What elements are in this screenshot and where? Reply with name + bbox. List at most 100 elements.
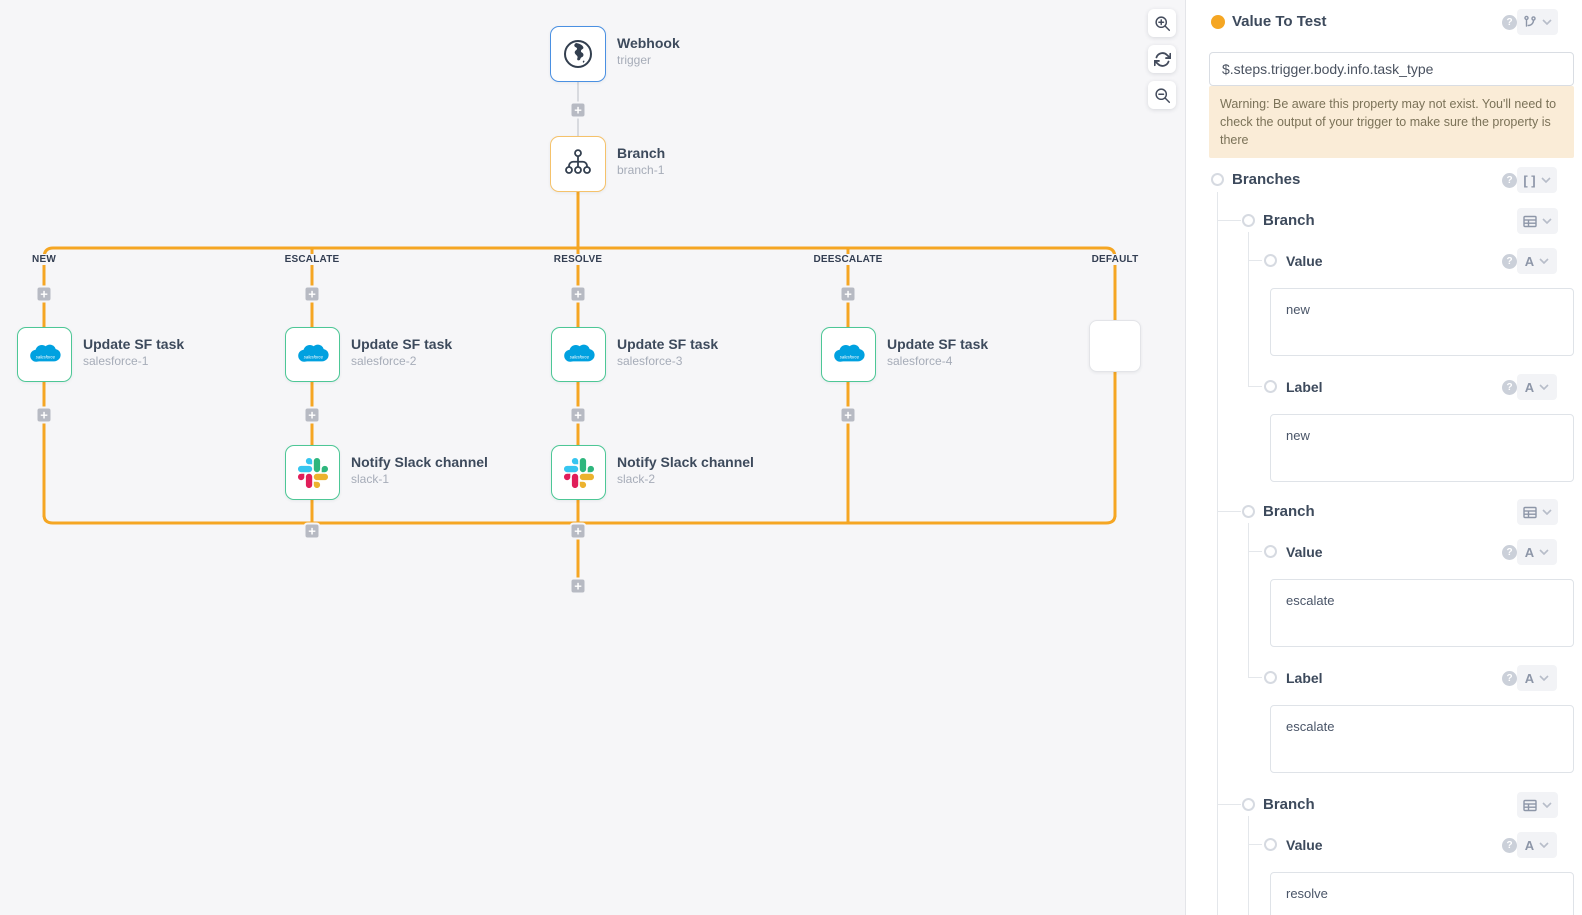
help-icon[interactable]: ? xyxy=(1502,254,1517,269)
add-step-button[interactable]: + xyxy=(35,285,53,303)
help-icon[interactable]: ? xyxy=(1502,380,1517,395)
field-label: Value xyxy=(1286,253,1323,269)
field-label: Value xyxy=(1286,837,1323,853)
text-type-icon: A xyxy=(1524,670,1535,686)
node-subtitle: branch-1 xyxy=(617,163,665,177)
slack-step-node-1[interactable]: Notify Slack channel slack-1 xyxy=(285,445,488,500)
text-type-selector[interactable]: A xyxy=(1517,539,1557,565)
zoom-out-icon xyxy=(1154,87,1170,103)
connector-circle[interactable] xyxy=(1211,173,1224,186)
tree-stub xyxy=(1249,844,1262,845)
tree-stub xyxy=(1249,386,1262,387)
node-title: Update SF task xyxy=(887,336,989,352)
refresh-button[interactable] xyxy=(1148,45,1176,73)
salesforce-step-node-1[interactable]: salesforce Update SF task salesforce-1 xyxy=(17,327,184,382)
field-label: Value xyxy=(1286,544,1323,560)
branch-title: Branch xyxy=(1263,796,1315,813)
zoom-out-button[interactable] xyxy=(1148,81,1176,109)
default-placeholder-node[interactable] xyxy=(1089,320,1141,372)
add-step-button[interactable]: + xyxy=(569,522,587,540)
webhook-trigger-node[interactable]: Webhook trigger xyxy=(550,26,680,82)
connector-circle[interactable] xyxy=(1264,671,1277,684)
chevron-down-icon xyxy=(1539,384,1549,390)
connector-circle[interactable] xyxy=(1264,380,1277,393)
field-row-label: Label ? A xyxy=(1186,665,1582,691)
tree-stub xyxy=(1249,677,1262,678)
node-title: Webhook xyxy=(617,35,680,51)
text-type-selector[interactable]: A xyxy=(1517,248,1557,274)
tree-stub xyxy=(1218,804,1241,805)
salesforce-step-node-4[interactable]: salesforce Update SF task salesforce-4 xyxy=(821,327,988,382)
label-textarea[interactable]: escalate xyxy=(1270,705,1574,773)
salesforce-icon: salesforce xyxy=(563,344,595,362)
tree-stub xyxy=(1249,551,1262,552)
field-label: Label xyxy=(1286,670,1323,686)
value-to-test-input[interactable] xyxy=(1209,52,1574,86)
field-label: Label xyxy=(1286,379,1323,395)
connector-dot[interactable] xyxy=(1211,15,1225,29)
svg-text:salesforce: salesforce xyxy=(839,354,859,359)
zoom-in-button[interactable] xyxy=(1148,9,1176,37)
add-step-button[interactable]: + xyxy=(569,406,587,424)
add-step-button[interactable]: + xyxy=(569,285,587,303)
connector-circle[interactable] xyxy=(1242,505,1255,518)
field-row-value: Value ? A xyxy=(1186,832,1582,858)
tree-line xyxy=(1217,192,1218,915)
chevron-down-icon xyxy=(1542,19,1552,25)
node-title: Notify Slack channel xyxy=(617,454,754,470)
help-icon[interactable]: ? xyxy=(1502,671,1517,686)
add-step-button[interactable]: + xyxy=(569,577,587,595)
branches-title: Branches xyxy=(1232,171,1301,188)
add-step-button[interactable]: + xyxy=(303,406,321,424)
connector-circle[interactable] xyxy=(1264,254,1277,267)
branch-step-node[interactable]: Branch branch-1 xyxy=(550,136,665,192)
help-icon[interactable]: ? xyxy=(1502,173,1517,188)
connector-circle[interactable] xyxy=(1242,214,1255,227)
slack-step-node-2[interactable]: Notify Slack channel slack-2 xyxy=(551,445,754,500)
connector-circle[interactable] xyxy=(1264,545,1277,558)
add-step-button[interactable]: + xyxy=(303,285,321,303)
add-step-button[interactable]: + xyxy=(35,406,53,424)
webhook-node-box xyxy=(550,26,606,82)
help-icon[interactable]: ? xyxy=(1502,15,1517,30)
salesforce-step-node-2[interactable]: salesforce Update SF task salesforce-2 xyxy=(285,327,452,382)
connector-circle[interactable] xyxy=(1264,838,1277,851)
text-type-selector[interactable]: A xyxy=(1517,665,1557,691)
refresh-icon xyxy=(1153,51,1171,67)
node-subtitle: salesforce-3 xyxy=(617,354,683,368)
text-type-selector[interactable]: A xyxy=(1517,832,1557,858)
svg-text:salesforce: salesforce xyxy=(303,354,323,359)
object-type-selector[interactable] xyxy=(1517,499,1558,525)
salesforce-icon: salesforce xyxy=(29,344,61,362)
value-textarea[interactable]: resolve xyxy=(1270,872,1574,915)
object-type-selector[interactable] xyxy=(1517,208,1558,234)
array-type-selector[interactable]: [ ] xyxy=(1517,167,1557,193)
workflow-canvas[interactable]: Webhook trigger Branch branch-1 NEW ESCA… xyxy=(0,0,1186,915)
zoom-in-icon xyxy=(1154,15,1170,31)
properties-panel: Value To Test ? Warning: Be aware this p… xyxy=(1186,0,1582,915)
array-brackets-icon: [ ] xyxy=(1523,172,1536,188)
panel-title: Value To Test xyxy=(1232,13,1327,30)
add-step-button[interactable]: + xyxy=(303,522,321,540)
branch-item-header: Branch xyxy=(1186,792,1582,818)
value-textarea[interactable]: new xyxy=(1270,288,1574,356)
add-step-button[interactable]: + xyxy=(839,285,857,303)
value-textarea[interactable]: escalate xyxy=(1270,579,1574,647)
table-icon xyxy=(1523,799,1537,811)
branch-label-resolve: RESOLVE xyxy=(548,254,608,265)
object-type-selector[interactable] xyxy=(1517,792,1558,818)
branch-label-new: NEW xyxy=(27,254,61,265)
add-step-button[interactable]: + xyxy=(569,101,587,119)
text-type-selector[interactable]: A xyxy=(1517,374,1557,400)
value-type-selector[interactable] xyxy=(1517,9,1558,35)
slack-node-box xyxy=(285,445,340,500)
help-icon[interactable]: ? xyxy=(1502,838,1517,853)
chevron-down-icon xyxy=(1542,218,1552,224)
salesforce-step-node-3[interactable]: salesforce Update SF task salesforce-3 xyxy=(551,327,718,382)
chevron-down-icon xyxy=(1539,549,1549,555)
label-textarea[interactable]: new xyxy=(1270,414,1574,482)
add-step-button[interactable]: + xyxy=(839,406,857,424)
salesforce-node-box: salesforce xyxy=(821,327,876,382)
help-icon[interactable]: ? xyxy=(1502,545,1517,560)
connector-circle[interactable] xyxy=(1242,798,1255,811)
